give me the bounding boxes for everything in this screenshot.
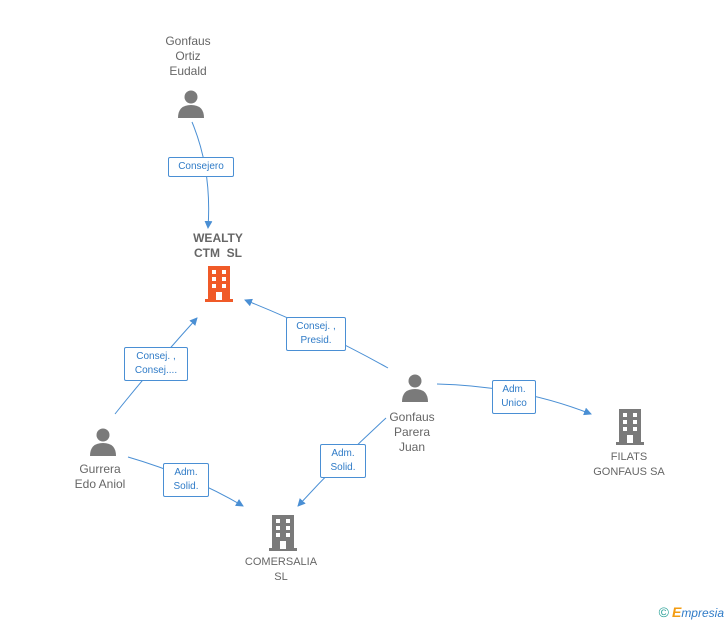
node-label-line: Gonfaus xyxy=(389,410,435,424)
edge-label-adm-solid-parera[interactable]: Adm. Solid. xyxy=(320,444,366,478)
node-label-line: Eudald xyxy=(169,64,207,78)
node-label-filats-gonfaus-sa[interactable]: FILATS GONFAUS SA xyxy=(579,450,679,480)
empresia-logo[interactable]: ©Empresia xyxy=(659,604,724,620)
node-label-comersalia-sl[interactable]: COMERSALIA SL xyxy=(231,555,331,585)
edge-label-line: Consej. , xyxy=(296,321,336,332)
edge-label-line: Adm. xyxy=(502,384,526,395)
node-label-line: Gurrera xyxy=(79,462,121,476)
edge-label-adm-unico[interactable]: Adm. Unico xyxy=(492,380,536,414)
node-label-gurrera-edo-aniol[interactable]: Gurrera Edo Aniol xyxy=(60,462,140,492)
edge-label-line: Consej.... xyxy=(134,365,178,376)
node-label-gonfaus-parera-juan[interactable]: Gonfaus Parera Juan xyxy=(372,410,452,455)
node-label-line: WEALTY xyxy=(193,231,243,245)
edge-label-line: Consej. , xyxy=(136,351,176,362)
node-label-line: COMERSALIA xyxy=(244,556,318,568)
edge-label-line: Adm. xyxy=(174,467,198,478)
node-label-line: CTM SL xyxy=(194,246,242,260)
person-icon[interactable] xyxy=(400,373,430,403)
edge-label-consejero[interactable]: Consejero xyxy=(168,157,234,177)
node-label-line: Gonfaus xyxy=(165,34,211,48)
node-label-line: FILATS xyxy=(610,451,648,463)
node-label-line: SL xyxy=(274,571,288,583)
node-label-gonfaus-ortiz-eudald[interactable]: Gonfaus Ortiz Eudald xyxy=(148,34,228,79)
node-label-line: Juan xyxy=(398,440,426,454)
person-icon[interactable] xyxy=(88,427,118,457)
edge-label-line: Solid. xyxy=(173,481,199,492)
edge-label-consej-presid[interactable]: Consej. , Presid. xyxy=(286,317,346,351)
brand-name: mpresia xyxy=(681,606,724,620)
building-icon[interactable] xyxy=(204,266,234,302)
edge-label-line: Presid. xyxy=(300,335,332,346)
node-label-line: GONFAUS SA xyxy=(593,466,665,478)
node-label-line: Ortiz xyxy=(175,49,201,63)
building-icon[interactable] xyxy=(268,515,298,551)
person-icon[interactable] xyxy=(176,89,206,119)
building-icon[interactable] xyxy=(615,409,645,445)
edge-label-line: Unico xyxy=(501,398,527,409)
edge-label-line: Solid. xyxy=(330,462,356,473)
node-label-line: Edo Aniol xyxy=(74,477,126,491)
copyright-icon: © xyxy=(658,604,669,620)
edge-label-line: Adm. xyxy=(331,448,355,459)
edge-label-consej-consej[interactable]: Consej. , Consej.... xyxy=(124,347,188,381)
node-label-line: Parera xyxy=(393,425,431,439)
edge-label-line: Consejero xyxy=(178,161,224,172)
edge-label-adm-solid-gurrera[interactable]: Adm. Solid. xyxy=(163,463,209,497)
node-label-wealty-ctm-sl[interactable]: WEALTY CTM SL xyxy=(168,231,268,261)
brand-initial: E xyxy=(671,604,682,620)
